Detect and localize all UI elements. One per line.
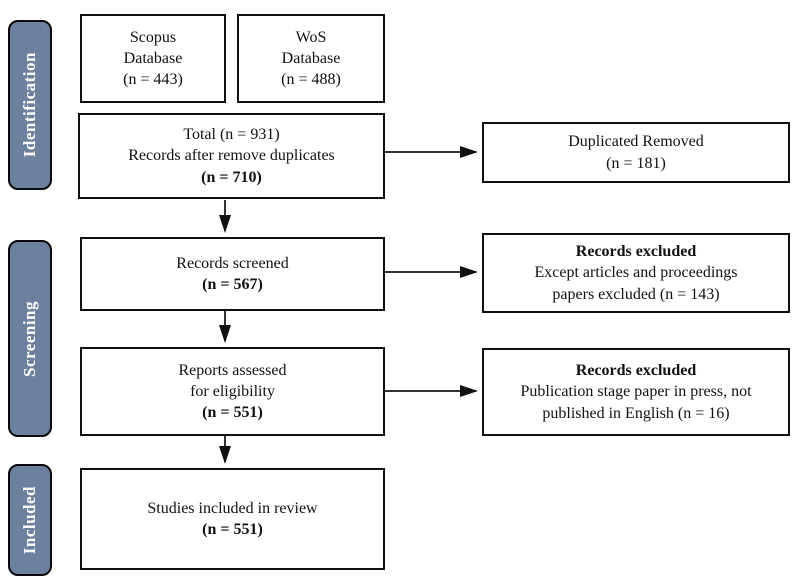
box-line-count: (n = 567) [202,276,263,293]
stage-label-included: Included [8,464,52,576]
stage-label-text: Identification [20,52,39,158]
box-line: for eligibility [190,382,275,400]
box-line: Publication stage paper in press, not [520,383,752,401]
box-line: Studies included in review [147,499,318,517]
box-line-count: (n = 551) [202,521,263,538]
box-line-count: (n = 551) [202,404,263,422]
box-records-excluded-screening: Records excluded Except articles and pro… [482,233,790,313]
box-line: Reports assessed [178,361,287,379]
box-total-records: Total (n = 931) Records after remove dup… [78,113,385,199]
box-duplicated-removed: Duplicated Removed (n = 181) [482,122,790,183]
box-scopus-database: Scopus Database (n = 443) [80,14,226,103]
box-line: Duplicated Removed [568,133,704,151]
box-line: Scopus [129,28,177,46]
box-line: Database [281,49,341,67]
box-line: WoS [295,28,327,46]
box-line: Total (n = 931) [183,126,280,144]
box-line-heading: Records excluded [575,243,697,261]
box-line: Database [123,49,183,67]
box-studies-included: Studies included in review (n = 551) [80,468,385,570]
box-line: Records screened [176,254,289,272]
box-line: Records after remove duplicates [128,147,335,165]
box-line: (n = 443) [123,71,183,89]
stage-label-screening: Screening [8,240,52,437]
box-line: papers excluded (n = 143) [552,285,720,303]
box-line: (n = 488) [281,71,341,89]
box-line: Except articles and proceedings [534,264,738,282]
box-line: published in English (n = 16) [542,404,730,422]
box-records-excluded-eligibility: Records excluded Publication stage paper… [482,348,790,436]
box-line: (n = 181) [606,154,666,172]
box-wos-database: WoS Database (n = 488) [237,14,385,103]
stage-label-identification: Identification [8,20,52,190]
box-reports-assessed: Reports assessed for eligibility (n = 55… [80,347,385,436]
box-line-heading: Records excluded [575,362,697,380]
box-line-count: (n = 710) [201,168,262,186]
box-records-screened: Records screened (n = 567) [80,237,385,311]
stage-label-text: Screening [20,300,39,377]
stage-label-text: Included [20,485,39,555]
